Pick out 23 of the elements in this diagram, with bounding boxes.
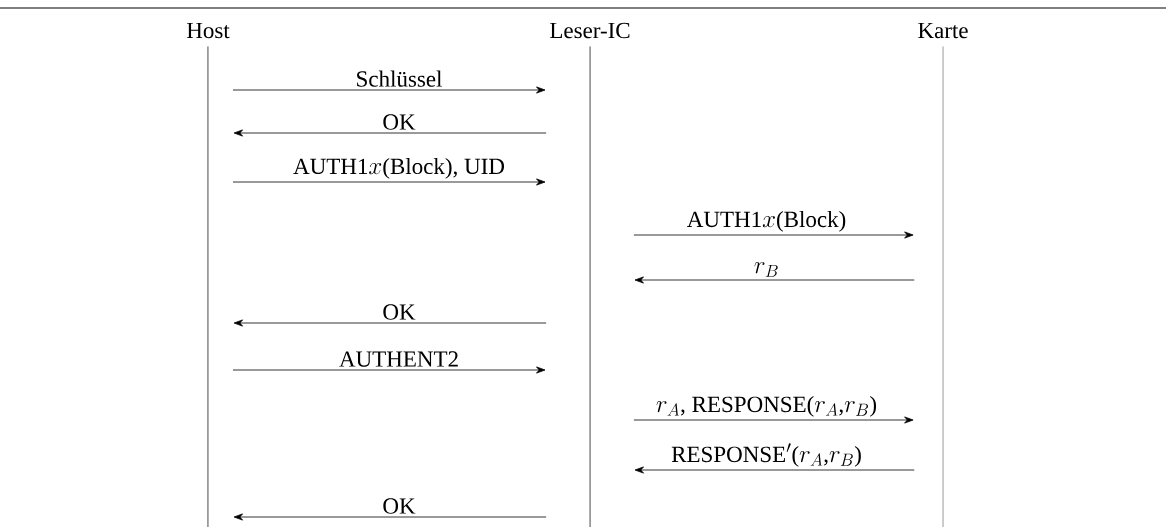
message-label: $\text{RESPONSE}'\text{(}r_A\text{,}r_B\text{)}$	[671, 443, 861, 467]
arrow	[232, 86, 546, 94]
message-label: $r_A\text{, RESPONSE(}r_A\text{,}r_B\text{)}$	[656, 395, 877, 417]
arrow	[634, 276, 915, 284]
arrow	[233, 129, 547, 137]
participant-label: Host	[186, 22, 230, 39]
arrow	[233, 319, 547, 327]
arrow	[633, 231, 914, 239]
message-label: $\text{AUTHENT2}$	[339, 351, 458, 367]
message-label: $\text{AUTH1}x\text{(Block)}$	[687, 210, 846, 232]
message-label: $\text{OK}$	[383, 114, 416, 130]
participant-label: Karte	[918, 22, 968, 39]
message-label: $\text{Schlüssel}$	[357, 70, 442, 87]
arrow	[633, 416, 914, 424]
message-label: $r_B$	[754, 262, 778, 277]
arrow	[233, 513, 547, 521]
message-label: $\text{OK}$	[383, 498, 416, 514]
arrow	[634, 466, 915, 474]
message-label: $\text{AUTH1}x\text{(Block), UID}$	[293, 157, 505, 179]
arrow	[232, 178, 546, 186]
message-label: $\text{OK}$	[383, 304, 416, 320]
arrow	[232, 366, 546, 374]
participant-label: Leser-IC	[550, 22, 630, 39]
